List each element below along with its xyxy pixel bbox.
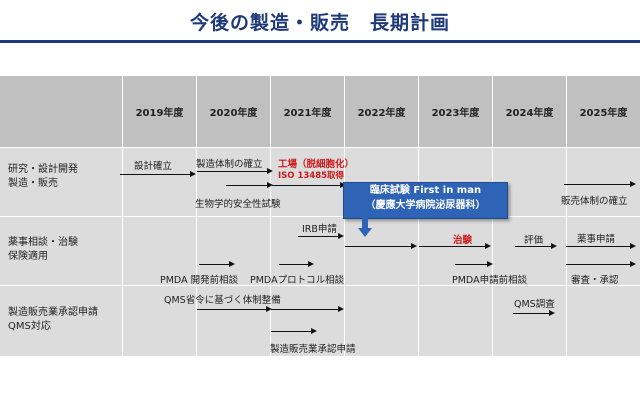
qms-audit-label: QMS調査 xyxy=(514,299,555,310)
callout-line-2: （慶應大学病院泌尿器科） xyxy=(365,200,486,211)
callout-line-1: 臨床試験 First in man xyxy=(369,185,482,196)
row-label-line: 製造・販売 xyxy=(8,178,58,189)
mfg-system-label: 製造体制の確立 xyxy=(196,159,263,170)
evaluation-arrow xyxy=(515,242,557,249)
row-divider xyxy=(0,147,640,148)
mfg-license-label: 製造販売業承認申請 xyxy=(270,344,356,355)
year-header-2021: 2021年度 xyxy=(283,108,332,119)
row-label-line: 研究・設計開発 xyxy=(8,164,78,175)
mfg-system-arrow xyxy=(197,167,273,174)
year-header-2019: 2019年度 xyxy=(135,108,184,119)
approval-application-label: 薬事申請 xyxy=(577,234,616,245)
row-label-regulatory: 薬事相談・治験 保険適用 xyxy=(8,236,78,264)
sales-system-arrow xyxy=(564,180,636,187)
page-title: 今後の製造・販売 長期計画 xyxy=(189,12,450,34)
year-header-2023: 2023年度 xyxy=(431,108,480,119)
iso-label: ISO 13485取得 xyxy=(278,171,345,181)
row-label-line: 保険適用 xyxy=(8,251,48,262)
trial-label: 治験 xyxy=(453,235,473,246)
qms-system-arrow-b xyxy=(271,305,344,312)
factory-label: 工場（脱細胞化） xyxy=(278,159,355,170)
pmda-pre-arrow xyxy=(455,260,493,267)
irb-arrow xyxy=(298,232,344,239)
table-header-row xyxy=(0,76,640,147)
row-divider xyxy=(0,285,640,286)
pmda-dev-arrow xyxy=(199,260,235,267)
row-divider xyxy=(0,216,640,217)
design-arrow xyxy=(120,170,196,177)
row-label-qms: 製造販売業承認申請 QMS対応 xyxy=(8,306,98,334)
row-label-line: 製造販売業承認申請 xyxy=(8,307,98,318)
qms-system-arrow-a xyxy=(197,305,272,312)
factory-arrow xyxy=(226,181,273,188)
pmda-protocol-arrow xyxy=(279,260,314,267)
mfg-license-arrow xyxy=(271,327,317,334)
clinical-trial-callout: 臨床試験 First in man （慶應大学病院泌尿器科） xyxy=(343,182,508,219)
year-header-2024: 2024年度 xyxy=(505,108,554,119)
qms-system-label: QMS省令に基づく体制整備 xyxy=(164,295,281,306)
approval-application-arrow xyxy=(566,242,636,249)
review-label: 審査・承認 xyxy=(571,275,619,286)
qms-audit-arrow xyxy=(513,309,555,316)
year-header-2020: 2020年度 xyxy=(209,108,258,119)
title-underline xyxy=(0,40,640,43)
design-label: 設計確立 xyxy=(134,161,173,172)
biosafety-label: 生物学的安全性試験 xyxy=(195,199,281,210)
iso-arrow xyxy=(272,181,346,188)
sales-system-label: 販売体制の確立 xyxy=(561,196,628,207)
year-header-2022: 2022年度 xyxy=(357,108,406,119)
trial-arrow-a xyxy=(345,242,417,249)
trial-arrow-b xyxy=(419,242,491,249)
review-arrow xyxy=(566,260,636,267)
pmda-protocol-label: PMDAプロトコル相談 xyxy=(250,275,345,286)
year-header-2025: 2025年度 xyxy=(579,108,628,119)
pmda-dev-label: PMDA 開発前相談 xyxy=(160,275,239,286)
row-label-research: 研究・設計開発 製造・販売 xyxy=(8,163,78,191)
irb-label: IRB申請 xyxy=(302,224,337,235)
row-label-line: 薬事相談・治験 xyxy=(8,237,78,248)
row-label-line: QMS対応 xyxy=(8,321,51,332)
evaluation-label: 評価 xyxy=(524,235,544,246)
pmda-pre-label: PMDA申請前相談 xyxy=(452,275,528,286)
